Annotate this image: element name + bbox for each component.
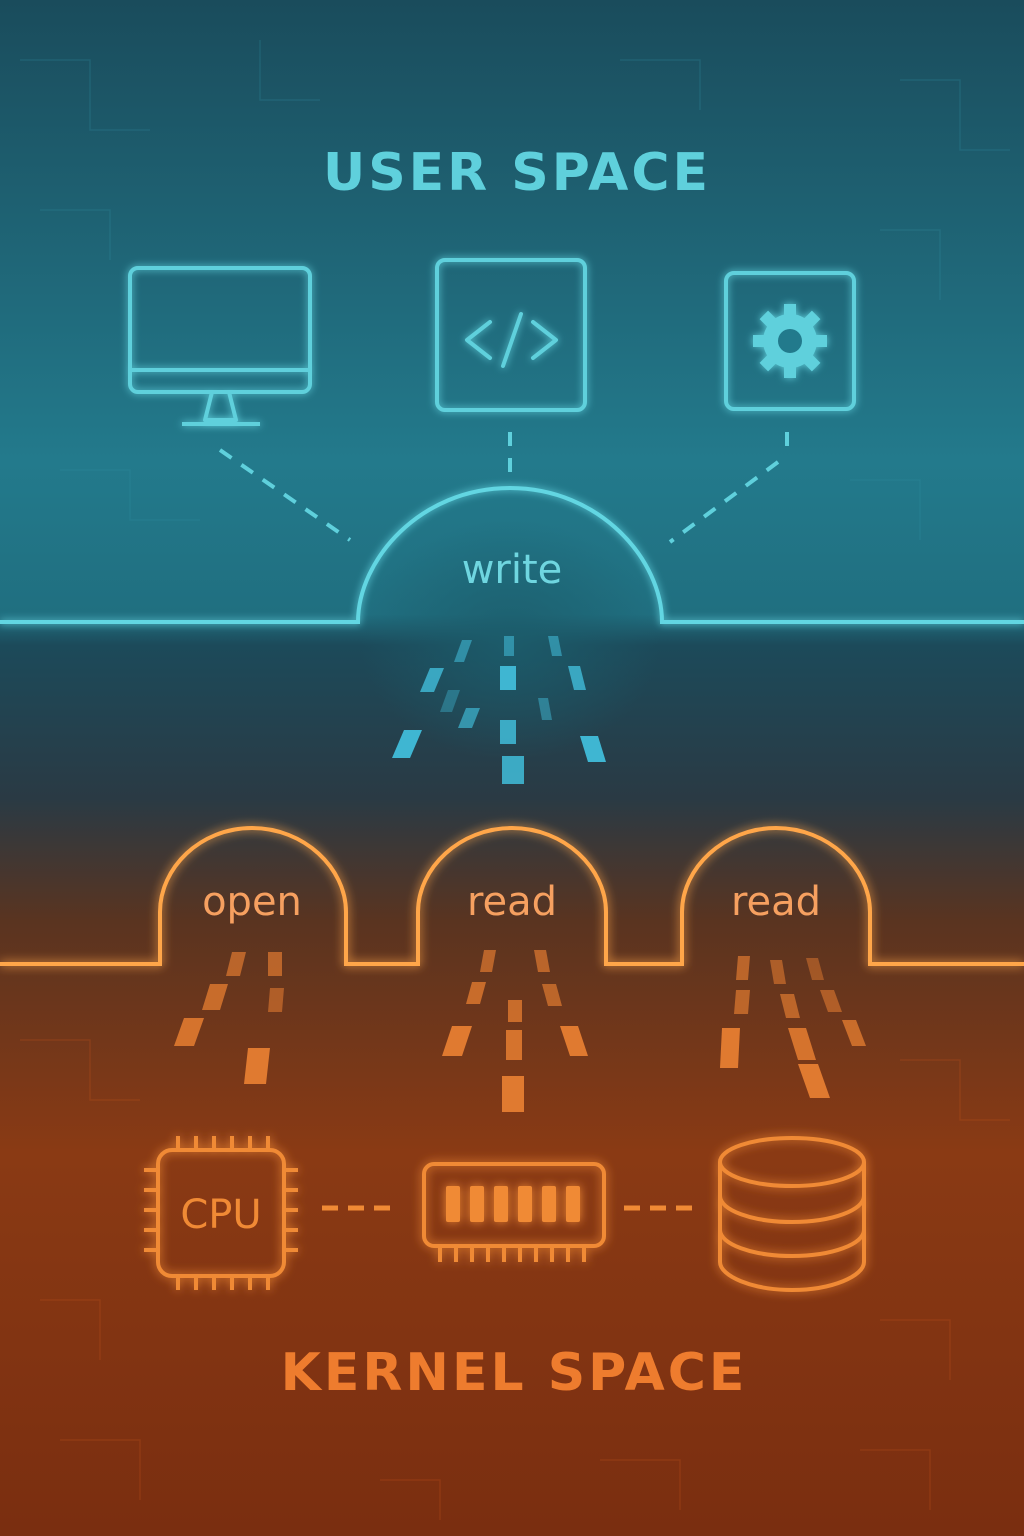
user-connectors — [218, 432, 789, 544]
user-space-title: USER SPACE — [323, 143, 711, 203]
gear-icon — [753, 304, 827, 378]
circuit-pattern-bottom — [20, 1039, 1010, 1520]
read-data-stream-2 — [720, 956, 866, 1098]
write-syscall-label: write — [462, 547, 563, 593]
memory-icon — [422, 1162, 606, 1262]
cpu-icon — [144, 1136, 298, 1290]
write-data-stream — [392, 636, 606, 784]
kernel-space-title: KERNEL SPACE — [281, 1343, 748, 1403]
read-data-stream-1 — [442, 950, 588, 1112]
read-syscall-label-2: read — [731, 879, 821, 925]
database-icon — [718, 1136, 866, 1293]
open-data-stream — [174, 952, 284, 1084]
code-icon — [435, 258, 587, 412]
open-syscall-label: open — [202, 879, 302, 925]
read-syscall-label-1: read — [467, 879, 557, 925]
monitor-icon — [128, 266, 312, 426]
user-kernel-boundary — [0, 485, 1024, 624]
cpu-label: CPU — [180, 1192, 261, 1238]
kernel-boundary — [0, 825, 1024, 966]
circuit-pattern-top — [20, 40, 1010, 540]
